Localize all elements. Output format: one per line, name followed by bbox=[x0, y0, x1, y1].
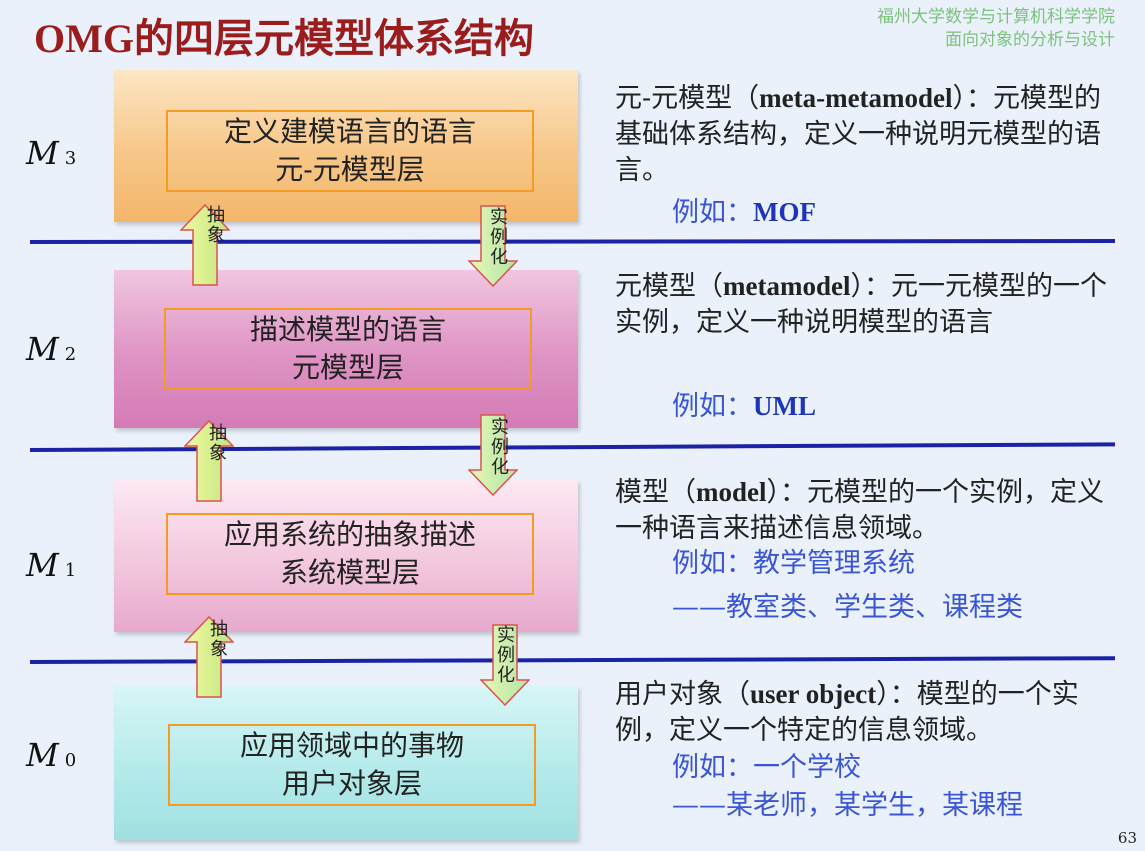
layer-m1-inner: 应用系统的抽象描述 系统模型层 bbox=[166, 513, 534, 595]
desc-m2: 元模型（metamodel）：元一元模型的一个实例，定义一种说明模型的语言 bbox=[615, 271, 1107, 338]
layer-m2-box: 描述模型的语言 元模型层 bbox=[114, 270, 578, 428]
example-m1-line1: 例如：教学管理系统 bbox=[672, 548, 915, 579]
layer-m3-line2: 元-元模型层 bbox=[275, 153, 425, 186]
instantiation-arrow-down-icon bbox=[468, 414, 518, 496]
layer-m1-box: 应用系统的抽象描述 系统模型层 bbox=[114, 480, 578, 632]
layer-m3-line1: 定义建模语言的语言 bbox=[223, 115, 476, 148]
desc-m3: 元-元模型（meta-metamodel）：元模型的基础体系结构，定义一种说明元… bbox=[615, 83, 1102, 186]
abstraction-arrow-up-icon bbox=[184, 420, 234, 502]
layer-m0-box: 应用领域中的事物 用户对象层 bbox=[114, 686, 578, 840]
layer-m0-line1: 应用领域中的事物 bbox=[239, 729, 464, 762]
layer-m0-inner: 应用领域中的事物 用户对象层 bbox=[168, 724, 536, 806]
layer-m3-inner: 定义建模语言的语言 元-元模型层 bbox=[166, 110, 534, 192]
instantiation-arrow-down-icon bbox=[480, 624, 530, 706]
instantiation-label: 实例化 bbox=[490, 207, 508, 268]
layer-m1-line1: 应用系统的抽象描述 bbox=[223, 518, 476, 551]
abstraction-label: 抽象 bbox=[210, 619, 228, 660]
example-m1-line2: ——教室类、学生类、课程类 bbox=[672, 592, 1023, 623]
layer-m2-line1: 描述模型的语言 bbox=[249, 313, 446, 346]
page-number: 63 bbox=[1117, 829, 1137, 847]
instantiation-label: 实例化 bbox=[497, 625, 515, 686]
abstraction-label: 抽象 bbox=[207, 205, 225, 246]
course-name: 面向对象的分析与设计 bbox=[945, 30, 1115, 50]
school-name: 福州大学数学与计算机科学学院 bbox=[877, 7, 1115, 27]
page-title: OMG的四层元模型体系结构 bbox=[34, 15, 534, 62]
desc-m0: 用户对象（user object）：模型的一个实例，定义一个特定的信息领域。 bbox=[615, 679, 1079, 746]
abstraction-arrow-up-icon bbox=[184, 616, 234, 698]
layer-m2-inner: 描述模型的语言 元模型层 bbox=[164, 308, 532, 390]
header-school-info: 福州大学数学与计算机科学学院 面向对象的分析与设计 bbox=[877, 6, 1115, 52]
instantiation-arrow-down-icon bbox=[468, 205, 518, 287]
layer-m0-line2: 用户对象层 bbox=[281, 767, 422, 800]
layer-m3-box: 定义建模语言的语言 元-元模型层 bbox=[114, 70, 578, 222]
layer-m1-line2: 系统模型层 bbox=[279, 556, 420, 589]
layer-m2-line2: 元模型层 bbox=[291, 351, 404, 384]
example-m0-line2: ——某老师，某学生，某课程 bbox=[672, 790, 1023, 821]
example-m2: 例如：UML bbox=[672, 391, 816, 422]
abstraction-arrow-up-icon bbox=[180, 204, 230, 286]
example-m3: 例如：MOF bbox=[672, 197, 816, 228]
desc-m1: 模型（model）：元模型的一个实例，定义一种语言来描述信息领域。 bbox=[615, 477, 1104, 544]
abstraction-label: 抽象 bbox=[209, 423, 227, 464]
instantiation-label: 实例化 bbox=[491, 417, 509, 478]
example-m0-line1: 例如：一个学校 bbox=[672, 752, 861, 783]
